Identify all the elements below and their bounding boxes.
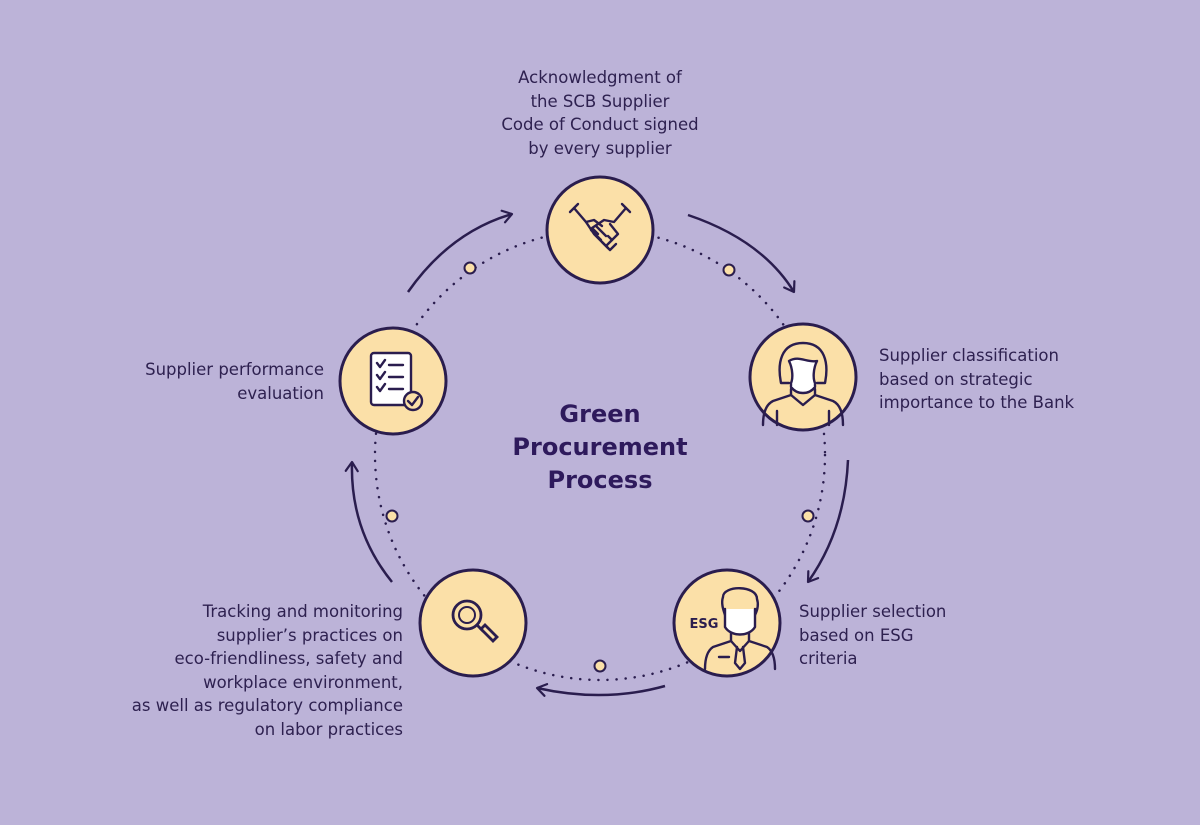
cycle-arrow: [687, 213, 796, 294]
checklist-icon: [369, 351, 424, 412]
ring-node: [801, 509, 815, 523]
magnifier-icon: [451, 599, 499, 643]
step-label-acknowledgment: Acknowledgment of the SCB Supplier Code …: [450, 66, 750, 160]
cycle-arrow: [406, 209, 514, 293]
handshake-icon: [568, 202, 632, 252]
title-line: Process: [547, 466, 653, 494]
ring-node: [385, 509, 399, 523]
ring-node: [722, 263, 736, 277]
step-node-acknowledgment: [545, 175, 655, 285]
ring-node: [463, 261, 477, 275]
label-line: Supplier classification: [879, 346, 1059, 365]
title-line: Procurement: [512, 433, 688, 461]
label-line: criteria: [799, 649, 858, 668]
dotted-ring: [373, 228, 827, 682]
step-label-tracking: Tracking and monitoring supplier’s pract…: [132, 600, 403, 741]
step-node-evaluation: [338, 326, 448, 436]
label-line: based on strategic: [879, 369, 1033, 389]
title-line: Green: [559, 400, 641, 428]
woman-person-icon: [761, 341, 845, 427]
label-line: the SCB Supplier: [530, 91, 670, 111]
label-line: supplier’s practices on: [216, 625, 403, 645]
label-line: evaluation: [237, 383, 324, 403]
label-line: based on ESG: [799, 625, 914, 645]
ring-node: [593, 659, 607, 673]
step-label-evaluation: Supplier performance evaluation: [145, 358, 324, 405]
label-line: Acknowledgment of: [518, 68, 682, 87]
step-node-tracking: [418, 568, 528, 678]
label-line: eco-friendliness, safety and: [174, 649, 404, 668]
cycle-arrow: [806, 459, 850, 584]
step-label-selection: Supplier selection based on ESG criteria: [799, 600, 946, 671]
cycle-arrow: [535, 683, 666, 697]
cycle-arrow: [344, 460, 393, 583]
diagram-title: Green Procurement Process: [450, 398, 750, 497]
businessman-esg-icon: [703, 587, 777, 671]
label-line: Supplier performance: [145, 360, 324, 379]
label-line: Code of Conduct signed: [501, 115, 699, 134]
step-label-classification: Supplier classification based on strateg…: [879, 344, 1074, 415]
label-line: by every supplier: [528, 138, 672, 158]
step-node-classification: [748, 322, 858, 432]
label-line: Tracking and monitoring: [202, 602, 403, 621]
label-line: on labor practices: [254, 719, 403, 739]
esg-badge: ESG: [690, 617, 719, 632]
step-node-selection: ESG: [672, 568, 782, 678]
label-line: as well as regulatory compliance: [131, 696, 403, 715]
label-line: Supplier selection: [799, 602, 947, 621]
label-line: importance to the Bank: [879, 393, 1075, 412]
label-line: workplace environment,: [203, 672, 403, 692]
